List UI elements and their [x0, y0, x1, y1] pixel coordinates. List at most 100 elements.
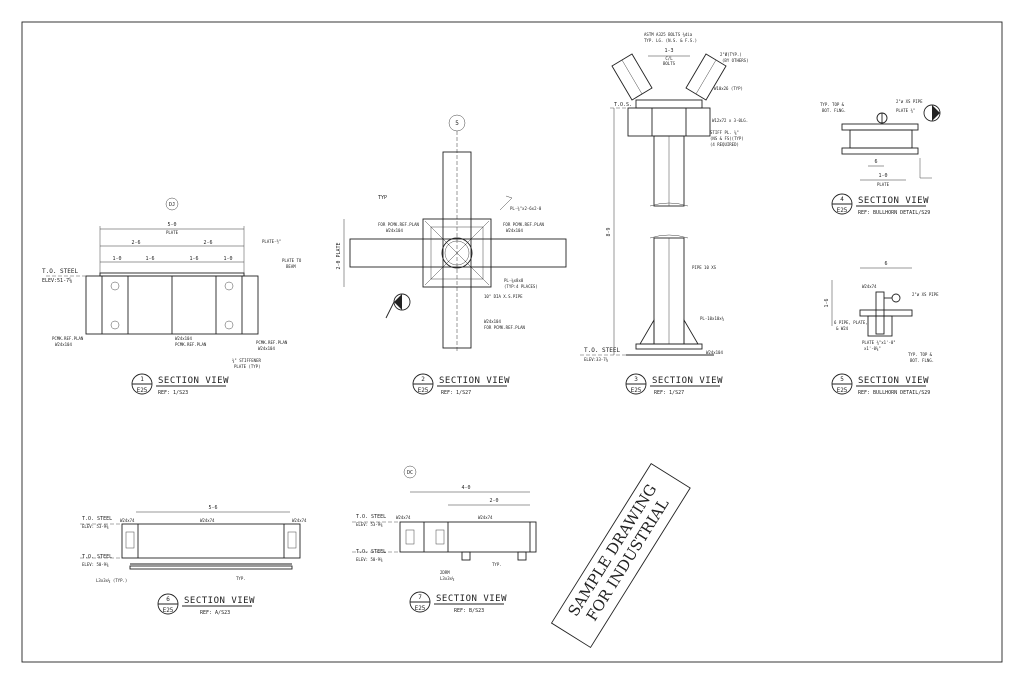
sample-stamp: SAMPLE DRAWING FOR INDUSTRIAL	[550, 463, 691, 649]
view-number: 7	[418, 594, 422, 601]
view-ref: REF: B/S23	[454, 608, 484, 614]
view-ref: REF: 1/S27	[654, 390, 684, 396]
plate-note-2: x1'-0⅝"	[864, 346, 881, 351]
plate-note: PLATE-½"	[262, 239, 281, 244]
view-title: SECTION VIEW	[436, 594, 507, 604]
side-plate-note: PL-⅜x8x8	[504, 278, 524, 283]
dim-2: 1-6	[145, 256, 154, 262]
side-plate-note-2: (TYP:4 PLACES)	[504, 284, 538, 289]
angle-note: L3x3x¼	[440, 576, 455, 582]
stiffener-note-2: PLATE (TYP)	[234, 364, 261, 369]
angle-note: 2"Ø(TYP.)	[720, 52, 742, 57]
mid-note-1: W24x104	[175, 336, 192, 341]
view-title: SECTION VIEW	[858, 376, 929, 386]
pcmk-left: FOR PCMK.REF.PLAN	[378, 222, 420, 227]
section-view-2: 5 2-0 PLATE TYP PL-¾"x2-6x2-0 FOR PCMK.R…	[336, 114, 567, 396]
overall-dim: 4-0	[461, 485, 470, 491]
stiffener-note-1: ¾" STIFFENER	[232, 358, 261, 364]
bottom-note-2: FOR PCMK.REF.PLAN	[484, 325, 526, 330]
sheet-border	[21, 21, 1003, 663]
view-sheet: E25	[631, 387, 642, 394]
tos-label-1: T.O. STEEL	[82, 516, 112, 522]
height-dim: 8-9	[606, 227, 612, 236]
dim-4: 1-0	[223, 256, 232, 262]
w-left: W24x74	[396, 515, 411, 520]
grid-label: DJ	[169, 202, 175, 208]
elev-label-2: ELEV: 50-9⅜	[356, 557, 383, 562]
grid-bubble	[165, 197, 179, 211]
left-note-1: PCMK.REF.PLAN	[52, 336, 84, 341]
typ-note-2: BOT. FLNG.	[822, 108, 846, 113]
typ-note: TYP. TOP &	[908, 352, 933, 357]
overall-dim: 5-0	[167, 222, 176, 228]
pipe-note: 2"ø XS PIPE	[912, 292, 939, 297]
seg-dim-b: 2-6	[203, 240, 212, 246]
stiffener-note: STIFF PL. ⅝"	[710, 130, 739, 135]
dim-3: 1-6	[189, 256, 198, 262]
typ-note: TYP.	[492, 562, 502, 567]
pipe-note: 10" DIA X.S.PIPE	[484, 294, 523, 299]
elev-label-2: ELEV: 50-9⅜	[82, 562, 109, 567]
section-view-1: DJ 5-0 PLATE 2-6 2-6 1-0 1-6 1-6 1-0 T.O…	[42, 197, 302, 396]
pcmk-right-2: W24x104	[506, 228, 523, 233]
view-title: SECTION VIEW	[184, 596, 255, 606]
tos-label-1: T.O. STEEL	[356, 514, 386, 520]
left-note-2: W24x104	[55, 342, 72, 347]
stiffener-note-2: (NS & FS)(TYP)	[710, 136, 744, 141]
w-left: W24x74	[120, 518, 135, 523]
view-title: SECTION VIEW	[439, 376, 510, 386]
dim-1: 1-0	[112, 256, 121, 262]
note-2: & W24	[836, 326, 849, 331]
grid-bubble	[403, 465, 417, 479]
note-1: 6 PIPE, PLATE,	[834, 320, 868, 325]
w-top-note: W10x26 (TYP)	[714, 86, 743, 91]
seg-dim-a: 2-6	[131, 240, 140, 246]
top-dim: 1-3	[664, 48, 673, 54]
pipe-note: PIPE 10 XS	[692, 265, 717, 270]
grid-label: DC	[407, 470, 413, 476]
cl-label: C/L	[665, 56, 673, 61]
top-plate-note: PL-¾"x2-6x2-0	[510, 206, 542, 212]
view-title: SECTION VIEW	[652, 376, 723, 386]
elev-label: ELEV:51-7⅝	[42, 277, 72, 284]
section-view-5: 6 1-6 W24x74 2"ø XS PIPE 6 PIPE, PLATE, …	[824, 261, 939, 396]
right-note-1: PCMK.REF.PLAN	[256, 340, 288, 345]
pipe-note: 2DRM	[440, 570, 450, 575]
view-number: 5	[840, 376, 844, 383]
view-number: 3	[634, 376, 638, 383]
view-ref: REF: 1/S27	[441, 390, 471, 396]
w-center: W24x74	[478, 515, 493, 520]
view-number: 1	[140, 376, 144, 383]
typ-note: TYP.	[236, 576, 246, 581]
section-view-7: DC 4-0 2-0 W24x74 W24x74 T.O. STEEL ELEV…	[352, 465, 537, 614]
w-label: W24x74	[862, 284, 877, 289]
typ-label: TYP	[378, 195, 387, 201]
elev-label-1: ELEV: 53-9⅜	[356, 522, 383, 527]
dim-2: 1-0	[878, 173, 887, 179]
inner-dim: 2-0	[489, 498, 498, 504]
pcmk-right: FOR PCMK.REF.PLAN	[503, 222, 545, 227]
section-view-6: 5-6 W24x74 W24x74 W24x74 T.O. STEEL ELEV…	[80, 505, 307, 616]
tos-mark: T.O.S.	[614, 102, 632, 108]
view-number: 2	[421, 376, 425, 383]
dim-1: 6	[874, 159, 877, 165]
view-sheet: E25	[837, 387, 848, 394]
tos-label-2: T.O. STEEL	[356, 549, 386, 555]
side-dim: 1-6	[824, 298, 830, 307]
view-ref: REF: A/S23	[200, 610, 230, 616]
plate-to-beam: PLATE TO	[282, 258, 302, 263]
view-number: 6	[166, 596, 170, 603]
view-ref: REF: 1/S23	[158, 390, 188, 396]
angle-note-2: (BY OTHERS)	[722, 58, 749, 63]
bolts-note: ASTM A325 BOLTS ¾dia	[644, 32, 693, 38]
mid-note-2: PCMK.REF.PLAN	[175, 342, 207, 347]
typ-note-2: BOT. FLNG.	[910, 358, 934, 363]
base-w-note: W24x104	[706, 350, 723, 355]
tos-label: T.O. STEEL	[584, 347, 621, 354]
view-ref: REF: BULLHORN DETAIL/S29	[858, 210, 930, 216]
view-sheet: E25	[418, 387, 429, 394]
view-sheet: E25	[415, 605, 426, 612]
base-plate-note: PL-10x10x¾	[700, 316, 725, 322]
w-right: W24x74	[292, 518, 307, 523]
plate-label: PLATE	[877, 182, 890, 187]
